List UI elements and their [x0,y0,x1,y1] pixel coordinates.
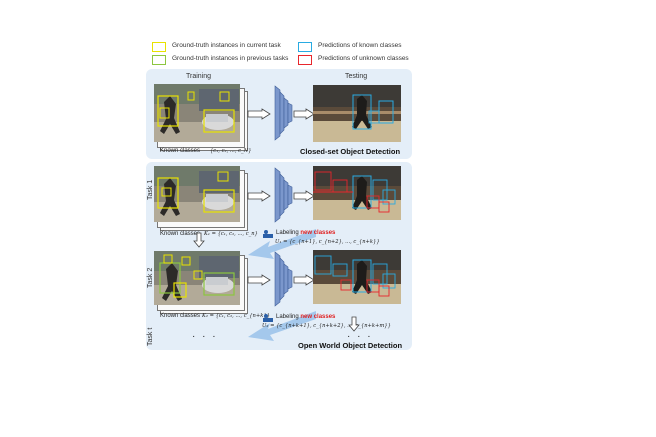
arrow-task2-to-next-right [348,316,360,332]
labeling-arrow-task1 [248,229,316,259]
task2-training-image [154,251,240,305]
open-world-title: Open World Object Detection [298,341,403,350]
network-icon-top [274,85,293,141]
network-icon-task2 [274,251,293,307]
task-2-label: Task 2 [147,267,154,288]
network-icon-task1 [274,167,293,223]
known-classes-label-task1: Known classes [160,231,201,237]
task1-output-image [313,166,401,220]
arrow-to-network-task1 [247,190,271,202]
known-classes-label-task2: Known classes [160,313,201,319]
arrow-to-output-task1 [293,190,315,202]
arrow-task1-to-task2 [193,232,205,248]
closed-set-title: Closed-set Object Detection [300,147,401,156]
arrow-to-output-top [293,108,315,120]
task-1-label: Task 1 [147,179,154,200]
testing-header: Testing [345,73,368,80]
legend-swatch-gt-previous [152,55,166,65]
legend-label-pred-unknown: Predictions of unknown classes [318,55,409,62]
task2-output-image [313,250,401,304]
known-classes-formula-task1: K₁ = {c₁, c₂, ..., c_n} [204,231,258,237]
labeling-prefix-task1: Labeling [276,230,299,236]
labeling-text-task2: Labeling new classes [276,314,335,320]
labeling-prefix-task2: Labeling [276,314,299,320]
u1-formula: U₁ = {c_{n+1}, c_{n+2}, ..., c_{n+k}} [275,239,380,245]
legend-label-pred-known: Predictions of known classes [318,42,402,49]
known-classes-formula-task2: K₂ = {c₁, c₂, ..., c_{n+k}} [202,313,270,319]
training-image-closed [154,84,240,142]
legend-swatch-gt-current [152,42,166,52]
arrow-to-network-task2 [247,274,271,286]
legend-label-gt-previous: Ground-truth instances in previous tasks [172,55,289,62]
labeling-highlight-task2: new classes [300,314,336,320]
testing-image-closed [313,85,401,142]
known-classes-label-top: Known classes [160,148,201,154]
annotator-icon-task1 [263,230,273,238]
labeling-arrow-task2 [248,311,316,341]
legend-label-gt-current: Ground-truth instances in current task [172,42,281,49]
arrow-to-network-top [247,108,271,120]
labeling-highlight-task1: new classes [300,230,336,236]
ellipsis-left: · · · [192,331,218,342]
legend-swatch-pred-known [298,42,312,52]
task1-training-image [154,166,240,222]
arrow-to-output-task2 [293,274,315,286]
u2-formula: U₂ = {c_{n+k+1}, c_{n+k+2}, ..., c_{n+k+… [262,323,391,329]
known-classes-formula-top: {c₁, c₂, ..., c_N} [210,148,252,154]
training-header: Training [186,73,212,80]
ellipsis-right: · · · [347,331,373,342]
legend-swatch-pred-unknown [298,55,312,65]
task-t-label: Task t [147,327,154,346]
labeling-text-task1: Labeling new classes [276,230,335,236]
annotator-icon-task2 [263,314,273,322]
